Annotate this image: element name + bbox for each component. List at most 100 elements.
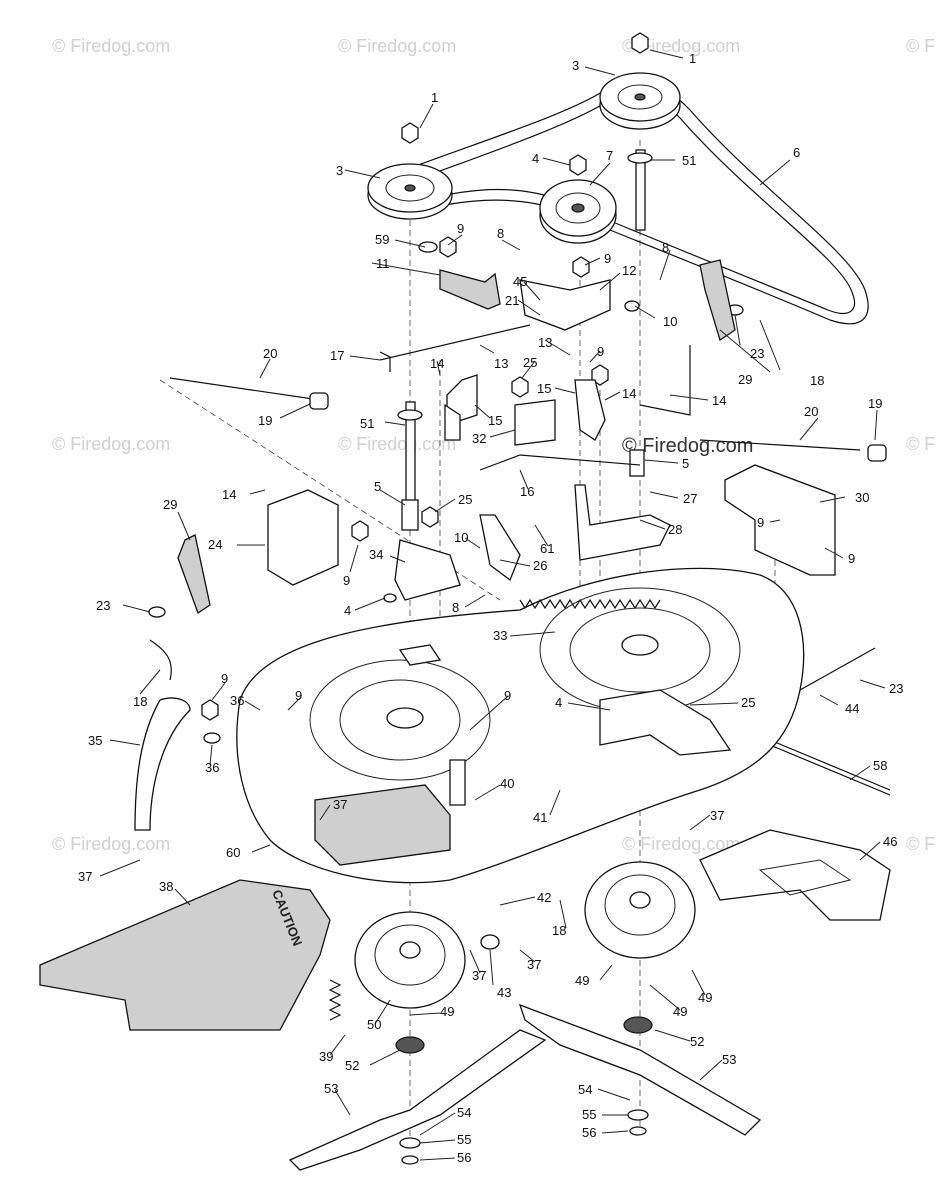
callout-5: 5 — [374, 479, 381, 494]
callout-37: 37 — [710, 808, 724, 823]
callout-39: 39 — [319, 1049, 333, 1064]
callout-41: 41 — [533, 810, 547, 825]
leader-lines — [99, 49, 886, 1161]
rods — [169, 324, 891, 796]
callout-27: 27 — [683, 491, 697, 506]
callout-30: 30 — [855, 490, 869, 505]
callout-25: 25 — [458, 492, 472, 507]
callout-18: 18 — [552, 923, 566, 938]
callout-50: 50 — [367, 1017, 381, 1032]
callout-13: 13 — [494, 356, 508, 371]
callout-49: 49 — [673, 1004, 687, 1019]
callout-19: 19 — [258, 413, 272, 428]
callout-21: 21 — [505, 293, 519, 308]
callout-52: 52 — [690, 1034, 704, 1049]
callout-36: 36 — [205, 760, 219, 775]
callout-53: 53 — [722, 1052, 736, 1067]
callout-59: 59 — [375, 232, 389, 247]
callout-33: 33 — [493, 628, 507, 643]
side-parts-right — [699, 829, 891, 921]
callout-32: 32 — [472, 431, 486, 446]
spindle-shafts — [397, 149, 653, 531]
callout-10: 10 — [454, 530, 468, 545]
callout-23: 23 — [889, 681, 903, 696]
watermark: © Firedog.com — [338, 36, 456, 56]
callout-55: 55 — [582, 1107, 596, 1122]
mower-blades — [288, 1003, 762, 1171]
idler-pulley — [539, 179, 617, 244]
callout-1: 1 — [431, 90, 438, 105]
callout-49: 49 — [575, 973, 589, 988]
watermark: © Firedog.com — [52, 434, 170, 454]
callout-8: 8 — [662, 240, 669, 255]
side-parts-left — [39, 639, 342, 1031]
callout-46: 46 — [883, 834, 897, 849]
callout-6: 6 — [793, 145, 800, 160]
callout-25: 25 — [523, 355, 537, 370]
callout-29: 29 — [163, 497, 177, 512]
callout-58: 58 — [873, 758, 887, 773]
callout-37: 37 — [472, 968, 486, 983]
callout-23: 23 — [750, 346, 764, 361]
idler-brackets — [177, 259, 836, 614]
callout-15: 15 — [537, 381, 551, 396]
watermark-center: © Firedog.com — [622, 435, 753, 457]
callout-25: 25 — [741, 695, 755, 710]
callout-14: 14 — [622, 386, 636, 401]
callout-37: 37 — [527, 957, 541, 972]
watermark: © Firedog.com — [622, 36, 740, 56]
callout-43: 43 — [497, 985, 511, 1000]
callout-52: 52 — [345, 1058, 359, 1073]
pulley-left — [367, 163, 453, 220]
callout-45: 45 — [513, 274, 527, 289]
callout-20: 20 — [804, 404, 818, 419]
callout-56: 56 — [457, 1150, 471, 1165]
callout-16: 16 — [520, 484, 534, 499]
callout-4: 4 — [344, 603, 351, 618]
callout-14: 14 — [430, 356, 444, 371]
callout-labels: 1 1 3 3 4 7 51 6 59 9 8 9 8 11 12 45 21 … — [78, 51, 903, 1165]
callout-9: 9 — [457, 221, 464, 236]
watermark: © Firedog.com — [52, 36, 170, 56]
callout-54: 54 — [578, 1082, 592, 1097]
callout-19: 19 — [868, 396, 882, 411]
callout-12: 12 — [622, 263, 636, 278]
blade-adapters — [354, 861, 696, 1054]
callout-7: 7 — [606, 148, 613, 163]
callout-44: 44 — [845, 701, 859, 716]
callout-9: 9 — [295, 688, 302, 703]
callout-4: 4 — [555, 695, 562, 710]
callout-53: 53 — [324, 1081, 338, 1096]
callout-14: 14 — [222, 487, 236, 502]
callout-29: 29 — [738, 372, 752, 387]
callout-17: 17 — [330, 348, 344, 363]
callout-3: 3 — [572, 58, 579, 73]
watermark-partial: © F — [906, 36, 935, 56]
callout-9: 9 — [757, 515, 764, 530]
callout-60: 60 — [226, 845, 240, 860]
callout-13: 13 — [538, 335, 552, 350]
callout-1: 1 — [689, 51, 696, 66]
callout-34: 34 — [369, 547, 383, 562]
callout-23: 23 — [96, 598, 110, 613]
callout-51: 51 — [682, 153, 696, 168]
callout-49: 49 — [698, 990, 712, 1005]
callout-20: 20 — [263, 346, 277, 361]
watermark-partial: © F — [906, 434, 935, 454]
pulley-right — [599, 72, 681, 130]
tension-spring — [519, 598, 661, 610]
watermark-partial: © F — [906, 834, 935, 854]
callout-35: 35 — [88, 733, 102, 748]
callout-37: 37 — [333, 797, 347, 812]
callout-49: 49 — [440, 1004, 454, 1019]
callout-10: 10 — [663, 314, 677, 329]
callout-37: 37 — [78, 869, 92, 884]
callout-9: 9 — [604, 251, 611, 266]
callout-40: 40 — [500, 776, 514, 791]
callout-9: 9 — [221, 671, 228, 686]
callout-5: 5 — [682, 456, 689, 471]
callout-61: 61 — [540, 541, 554, 556]
callout-9: 9 — [504, 688, 511, 703]
callout-42: 42 — [537, 890, 551, 905]
